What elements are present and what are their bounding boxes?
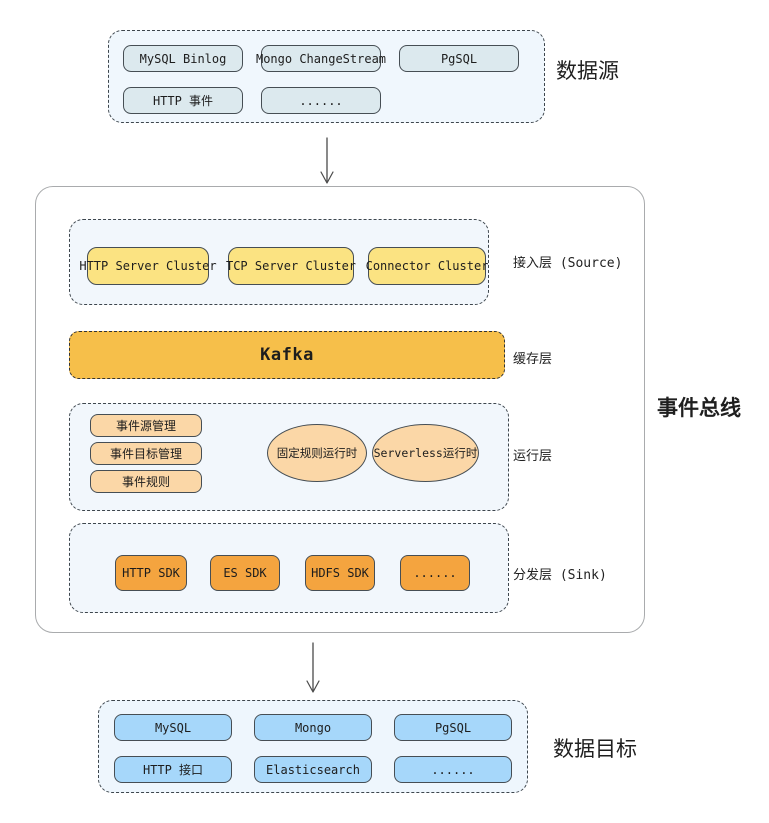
node-kafka: Kafka bbox=[69, 331, 505, 379]
node-connector-cluster: Connector Cluster bbox=[366, 247, 488, 285]
runtime-layer-group: 事件源管理 事件目标管理 事件规则 固定规则运行时 Serverless运行时 bbox=[69, 403, 509, 511]
node-mongo-target: Mongo bbox=[254, 714, 372, 741]
sink-layer-label: 分发层 (Sink) bbox=[513, 568, 607, 583]
event-bus-container: HTTP Server Cluster TCP Server Cluster C… bbox=[35, 186, 645, 633]
node-event-rule: 事件规则 bbox=[90, 470, 202, 493]
node-tcp-server-cluster: TCP Server Cluster bbox=[226, 247, 356, 285]
node-es-sdk: ES SDK bbox=[210, 555, 280, 591]
node-http-api-target: HTTP 接口 bbox=[114, 756, 232, 783]
node-http-sdk: HTTP SDK bbox=[115, 555, 187, 591]
node-mysql-target: MySQL bbox=[114, 714, 232, 741]
flow-arrow-bus-to-target bbox=[306, 642, 320, 693]
data-target-label: 数据目标 bbox=[553, 738, 637, 761]
source-layer-group: HTTP Server Cluster TCP Server Cluster C… bbox=[69, 219, 489, 305]
event-bus-label: 事件总线 bbox=[657, 397, 741, 420]
node-http-server-cluster: HTTP Server Cluster bbox=[79, 247, 217, 285]
node-pgsql-target: PgSQL bbox=[394, 714, 512, 741]
flow-arrow-source-to-bus bbox=[320, 137, 334, 184]
node-hdfs-sdk: HDFS SDK bbox=[305, 555, 375, 591]
sink-layer-group: HTTP SDK ES SDK HDFS SDK ...... bbox=[69, 523, 509, 613]
node-fixed-rule-runtime: 固定规则运行时 bbox=[267, 424, 367, 482]
data-source-group: MySQL Binlog Mongo ChangeStream PgSQL HT… bbox=[108, 30, 545, 123]
node-mysql-binlog: MySQL Binlog bbox=[123, 45, 243, 72]
source-layer-label: 接入层 (Source) bbox=[513, 256, 623, 271]
cache-layer-label: 缓存层 bbox=[513, 352, 553, 367]
node-serverless-runtime: Serverless运行时 bbox=[372, 424, 479, 482]
node-http-event: HTTP 事件 bbox=[123, 87, 243, 114]
node-sink-more: ...... bbox=[400, 555, 470, 591]
node-source-more: ...... bbox=[261, 87, 381, 114]
node-mongo-changestream: Mongo ChangeStream bbox=[256, 45, 386, 72]
data-target-group: MySQL Mongo PgSQL HTTP 接口 Elasticsearch … bbox=[98, 700, 528, 793]
data-source-label: 数据源 bbox=[556, 60, 619, 83]
node-event-target-mgmt: 事件目标管理 bbox=[90, 442, 202, 465]
node-pgsql-source: PgSQL bbox=[399, 45, 519, 72]
node-elasticsearch-target: Elasticsearch bbox=[254, 756, 372, 783]
node-target-more: ...... bbox=[394, 756, 512, 783]
runtime-layer-label: 运行层 bbox=[513, 449, 553, 464]
node-event-source-mgmt: 事件源管理 bbox=[90, 414, 202, 437]
